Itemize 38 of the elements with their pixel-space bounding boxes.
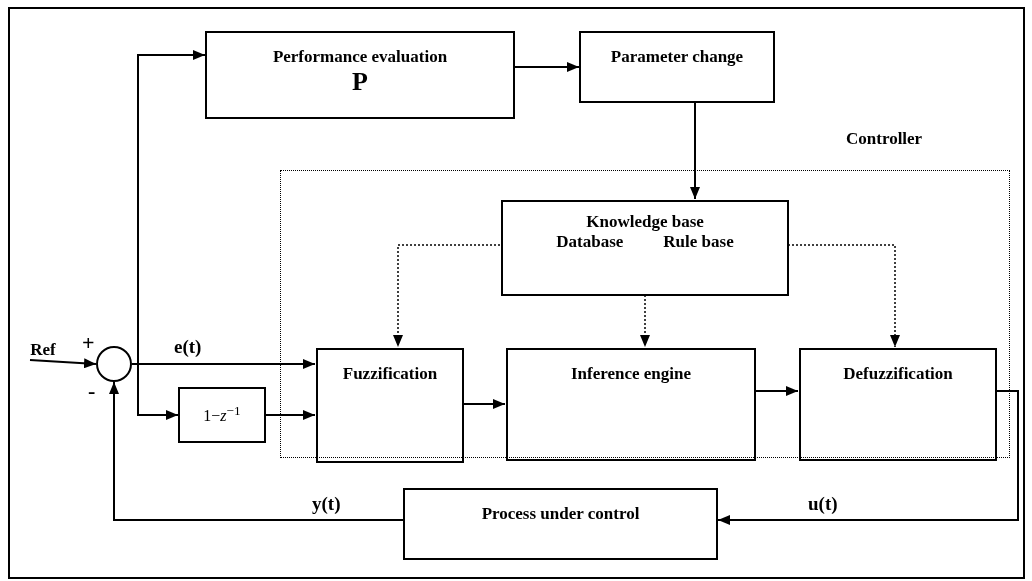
arrow [717, 390, 1019, 525]
signal-label: e(t) [174, 337, 202, 358]
block-label: Database [556, 231, 624, 252]
block-label: Knowledge base [586, 212, 704, 232]
block-label: 1−z$^{−1}$ [203, 403, 241, 426]
dotted-arrow [787, 244, 900, 348]
dotted-arrow [393, 244, 501, 348]
signal-label: u(t) [808, 494, 838, 515]
process-block [501, 200, 789, 296]
dotted-arrow [640, 294, 650, 348]
process-block [506, 348, 756, 461]
arrow [29, 358, 97, 369]
process-block [579, 31, 775, 103]
block-label: Defuzzification [843, 364, 953, 384]
block-symbol: P [352, 66, 368, 97]
arrow [514, 62, 580, 72]
process-block [403, 488, 718, 560]
process-block [316, 348, 464, 463]
signal-label: y(t) [312, 494, 341, 515]
block-label: Process under control [481, 504, 640, 524]
arrow [265, 410, 316, 420]
group-heading: Controller [846, 129, 923, 149]
block-label: Performance evaluation [272, 47, 448, 67]
arrow [690, 102, 700, 200]
sign-label: + [82, 332, 95, 354]
arrow [109, 381, 404, 521]
block-label: Inference engine [570, 364, 692, 384]
block-label: Fuzzification [342, 364, 438, 384]
arrow [462, 399, 506, 409]
arrow [131, 363, 179, 420]
block-label: Rule base [663, 231, 734, 252]
process-block [178, 387, 266, 443]
process-block [799, 348, 997, 461]
sign-label: - [88, 380, 96, 402]
input-label: Ref [30, 340, 56, 360]
process-block [205, 31, 515, 119]
arrow [754, 386, 799, 396]
block-label: Parameter change [610, 47, 744, 67]
